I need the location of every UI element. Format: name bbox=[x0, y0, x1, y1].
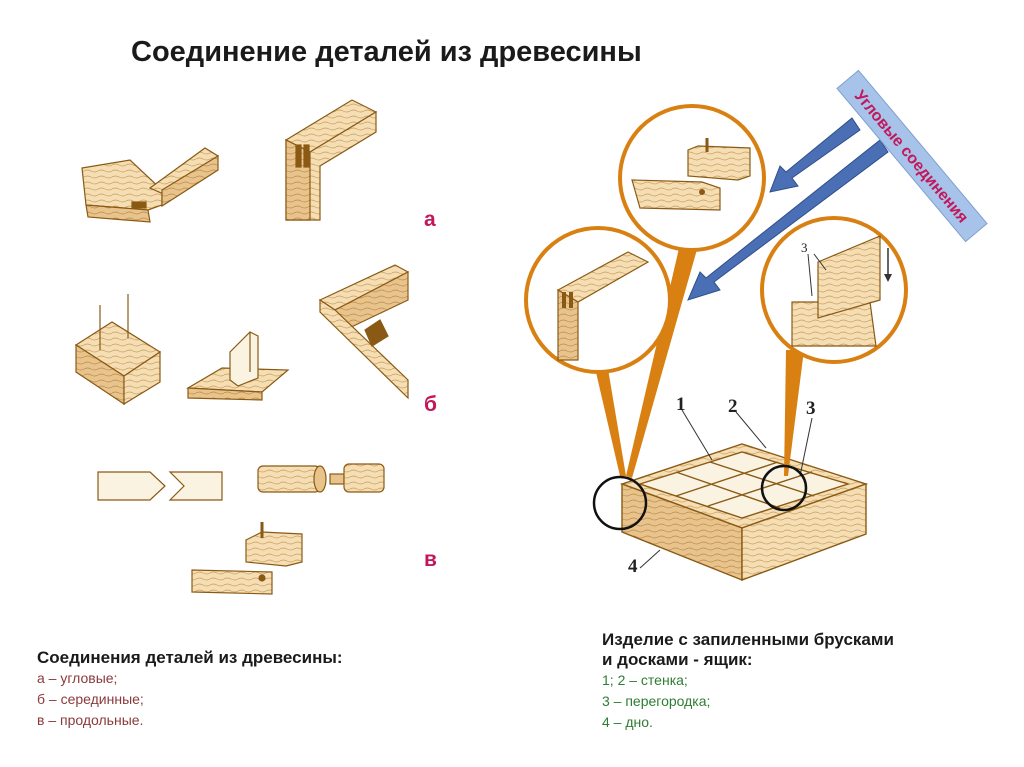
left-caption-line-3: в – продольные. bbox=[37, 712, 144, 728]
detail-circle-left bbox=[524, 226, 672, 374]
group-label-a: а bbox=[424, 208, 436, 231]
middle-joint-dovetail-drawing bbox=[318, 264, 410, 400]
longitudinal-joint-tongue-drawing bbox=[97, 471, 223, 501]
box-number-1: 1 bbox=[676, 394, 686, 415]
corner-joint-bridle-drawing bbox=[284, 99, 378, 221]
number-leaders bbox=[639, 409, 813, 569]
longitudinal-joint-pin-drawing bbox=[191, 522, 303, 595]
middle-joint-slot-drawing bbox=[185, 331, 290, 401]
right-caption: Изделие с запиленными брусками и досками… bbox=[602, 630, 1012, 733]
right-caption-heading-1: Изделие с запиленными брусками bbox=[602, 630, 894, 649]
pointer-wedges bbox=[592, 244, 804, 478]
box-number-4: 4 bbox=[628, 556, 638, 577]
detail-circle-top bbox=[618, 104, 766, 252]
box-number-3: 3 bbox=[806, 398, 816, 419]
detail-number-3: 3 bbox=[801, 240, 808, 255]
marker-circle-right bbox=[760, 464, 808, 512]
box-drawing bbox=[619, 443, 869, 582]
right-caption-heading-2: и досками - ящик: bbox=[602, 650, 753, 669]
page-title: Соединение деталей из древесины bbox=[131, 36, 642, 68]
corner-joint-miter-drawing bbox=[81, 147, 220, 223]
left-caption-line-2: б – серединные; bbox=[37, 691, 144, 707]
left-caption-heading: Соединения деталей из древесины: bbox=[37, 648, 343, 667]
blue-arrows bbox=[687, 117, 889, 301]
group-label-v: в bbox=[424, 548, 437, 571]
right-caption-line-1: 1; 2 – стенка; bbox=[602, 672, 688, 688]
detail-circle-right bbox=[760, 216, 908, 364]
right-caption-line-3: 4 – дно. bbox=[602, 714, 653, 730]
box-number-2: 2 bbox=[728, 396, 738, 417]
right-caption-line-2: 3 – перегородка; bbox=[602, 693, 711, 709]
marker-circle-left bbox=[592, 475, 648, 531]
middle-joint-tee-drawing bbox=[74, 294, 162, 406]
group-label-b: б bbox=[424, 393, 437, 416]
longitudinal-joint-dowel-drawing bbox=[257, 463, 385, 493]
left-caption-line-1: а – угловые; bbox=[37, 670, 118, 686]
left-caption: Соединения деталей из древесины: а – угл… bbox=[37, 648, 457, 731]
